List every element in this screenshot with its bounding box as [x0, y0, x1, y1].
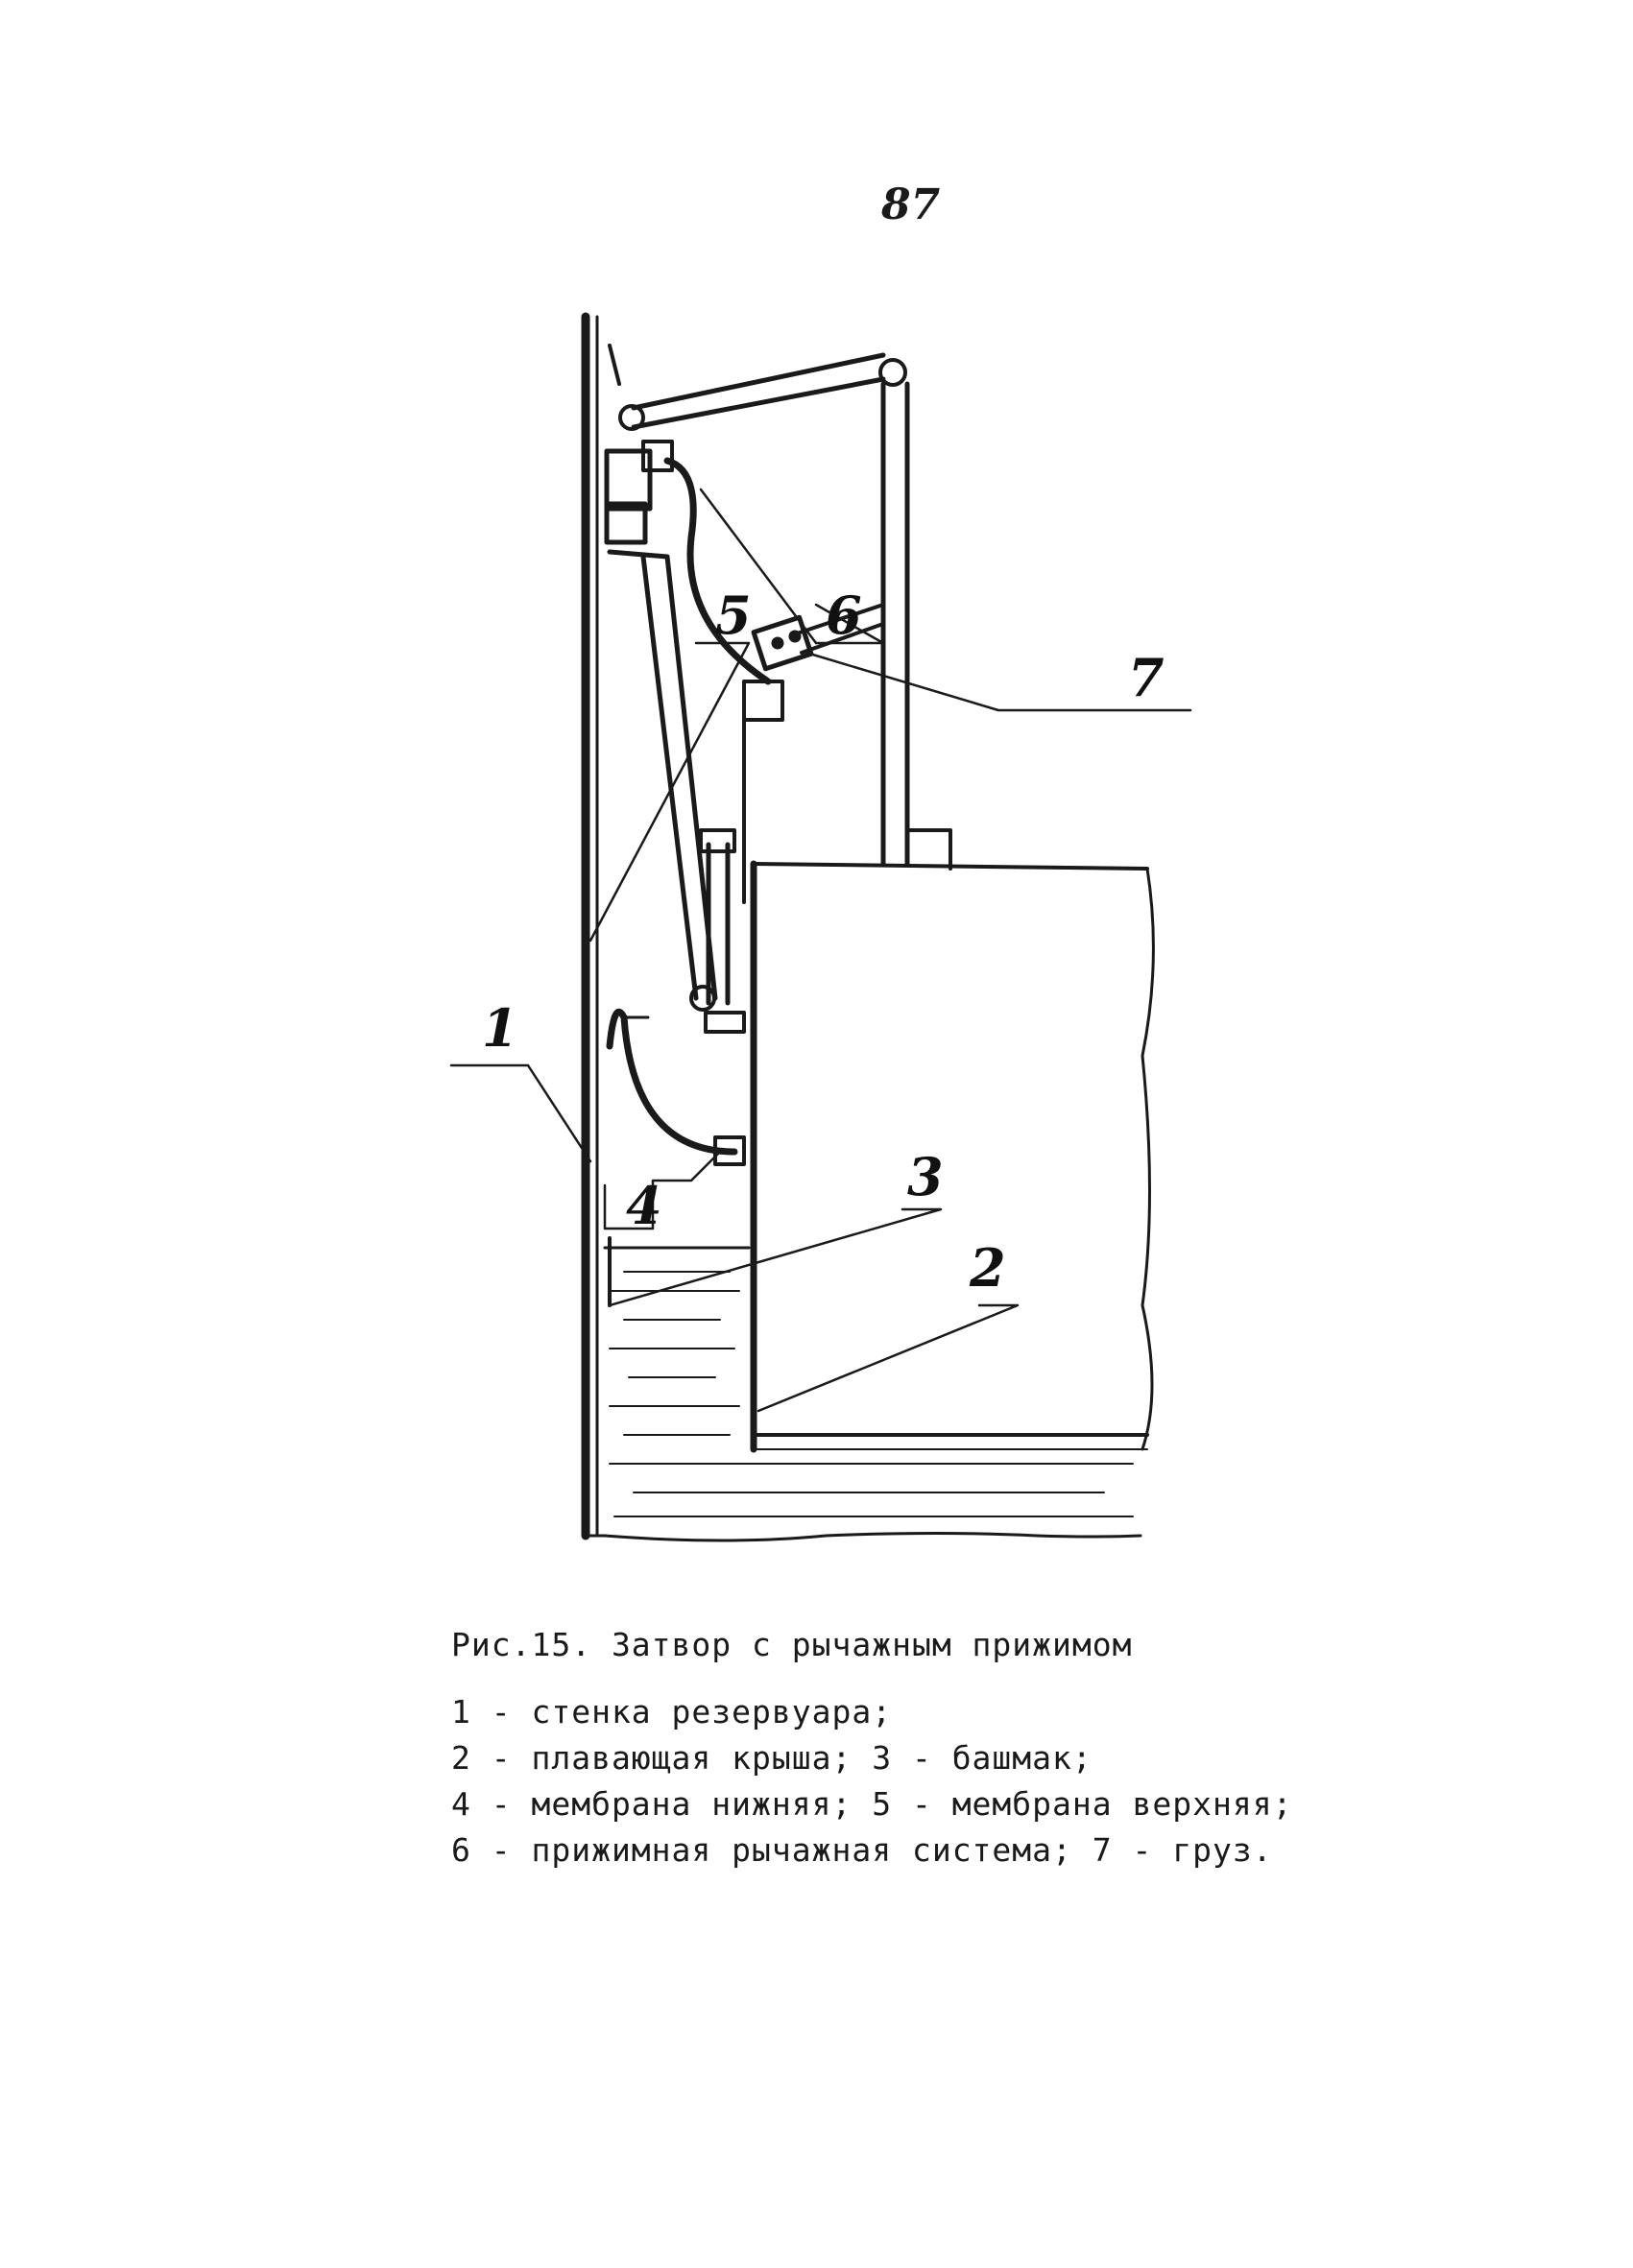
upper-membrane — [663, 457, 772, 685]
callout-3: 3 — [907, 1146, 944, 1207]
floating-roof — [750, 860, 1155, 1453]
callout-2: 2 — [969, 1237, 1006, 1299]
caption-line: 6 - прижимная рычажная система; 7 - груз… — [451, 1831, 1273, 1869]
caption-title: Рис.15. Затвор с рычажным прижимом — [451, 1626, 1133, 1663]
lower-membrane — [606, 1008, 738, 1156]
callout-6: 6 — [826, 585, 862, 646]
caption-line: 4 - мембрана нижняя; 5 - мембрана верхня… — [451, 1785, 1293, 1823]
page-number: 87 — [881, 180, 941, 229]
figure-caption: Рис.15. Затвор с рычажным прижимом 1 - с… — [451, 1622, 1315, 1874]
caption-line: 2 - плавающая крыша; 3 - башмак; — [451, 1739, 1093, 1777]
liquid-hatching — [609, 1271, 1134, 1517]
tank-wall — [581, 312, 607, 1540]
gate-diagram: 1 2 3 4 5 6 7 — [449, 312, 1192, 1542]
liquid-bottom-line — [603, 1532, 1142, 1542]
callout-7: 7 — [1128, 647, 1165, 708]
callout-4: 4 — [626, 1175, 662, 1236]
callout-1: 1 — [482, 997, 518, 1059]
leader-lines — [449, 488, 1192, 1413]
lever-system — [604, 344, 952, 1034]
caption-line: 1 - стенка резервуара; — [451, 1693, 893, 1731]
technical-drawing: 1 2 3 4 5 6 7 — [403, 288, 1306, 1593]
callout-5: 5 — [715, 585, 752, 646]
